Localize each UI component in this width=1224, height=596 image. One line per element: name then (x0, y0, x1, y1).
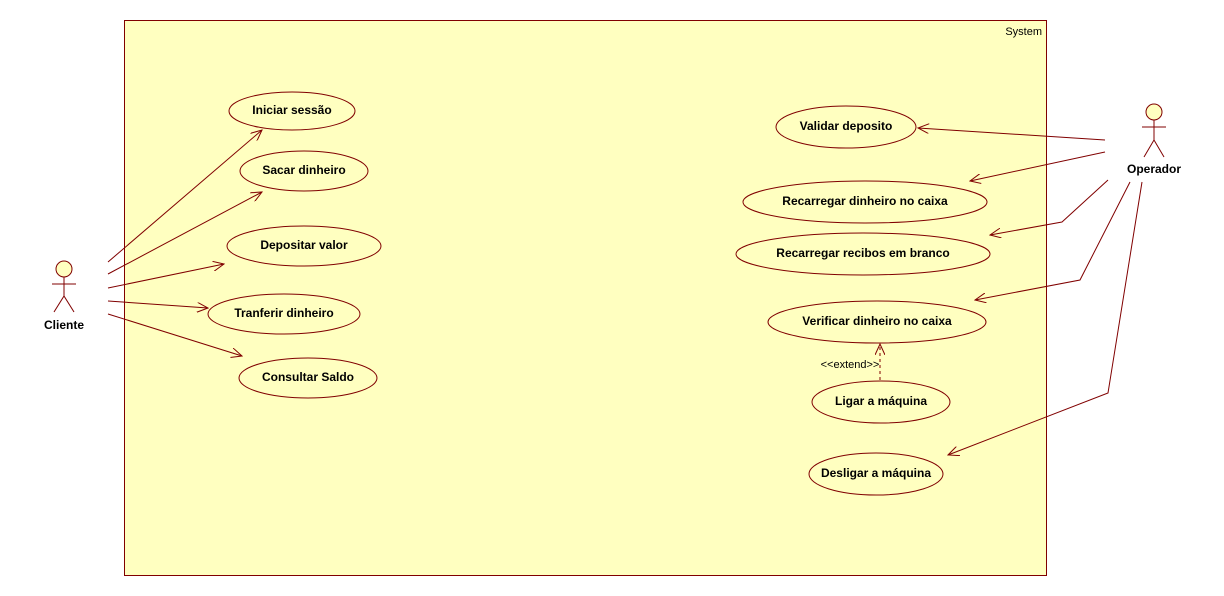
assoc-operador-verificar-dinheiro[interactable] (975, 181, 1131, 300)
extend-label: <<extend>> (821, 359, 880, 371)
assoc-operador-recarregar-dinheiro[interactable] (970, 151, 1106, 181)
use-case-label: Recarregar recibos em branco (776, 246, 949, 260)
use-case-label: Validar deposito (800, 119, 893, 133)
use-case-consultar-saldo[interactable]: Consultar Saldo (238, 357, 378, 399)
assoc-cliente-depositar-valor[interactable] (107, 264, 224, 289)
use-case-label: Consultar Saldo (262, 370, 354, 384)
actor-cliente-label: Cliente (44, 318, 84, 332)
operador-associations (918, 128, 1143, 455)
use-case-recarregar-recibos[interactable]: Recarregar recibos em branco (735, 232, 991, 276)
actor-operador[interactable] (1142, 103, 1166, 158)
use-case-desligar-maquina[interactable]: Desligar a máquina (808, 452, 944, 496)
use-case-tranferir-dinheiro[interactable]: Tranferir dinheiro (207, 293, 361, 335)
actor-operador-label: Operador (1127, 162, 1181, 176)
use-case-recarregar-dinheiro[interactable]: Recarregar dinheiro no caixa (742, 180, 988, 224)
use-case-validar-deposito[interactable]: Validar deposito (775, 105, 917, 149)
actor-cliente[interactable] (52, 260, 76, 313)
use-case-label: Depositar valor (260, 238, 348, 252)
use-case-label: Verificar dinheiro no caixa (802, 314, 952, 328)
use-case-iniciar-sessao[interactable]: Iniciar sessão (228, 91, 356, 131)
use-case-label: Tranferir dinheiro (234, 306, 333, 320)
use-case-label: Ligar a máquina (835, 394, 927, 408)
actor-head-icon (55, 260, 73, 278)
cliente-associations (107, 130, 262, 356)
use-case-label: Sacar dinheiro (262, 163, 345, 177)
use-case-sacar-dinheiro[interactable]: Sacar dinheiro (239, 150, 369, 192)
assoc-cliente-sacar-dinheiro[interactable] (107, 192, 262, 275)
use-case-verificar-dinheiro[interactable]: Verificar dinheiro no caixa (767, 300, 987, 344)
assoc-operador-desligar-maquina[interactable] (948, 181, 1143, 455)
use-case-ligar-maquina[interactable]: Ligar a máquina (811, 380, 951, 424)
assoc-cliente-iniciar-sessao[interactable] (107, 130, 262, 263)
assoc-cliente-consultar-saldo[interactable] (107, 313, 242, 356)
assoc-cliente-tranferir-dinheiro[interactable] (107, 300, 208, 308)
use-case-label: Desligar a máquina (821, 466, 931, 480)
use-case-label: Iniciar sessão (252, 103, 331, 117)
use-case-depositar-valor[interactable]: Depositar valor (226, 225, 382, 267)
assoc-operador-recarregar-recibos[interactable] (990, 179, 1109, 235)
actor-head-icon (1145, 103, 1163, 121)
system-label: System (1005, 26, 1042, 38)
use-case-label: Recarregar dinheiro no caixa (782, 194, 948, 208)
assoc-operador-validar-deposito[interactable] (918, 128, 1106, 141)
